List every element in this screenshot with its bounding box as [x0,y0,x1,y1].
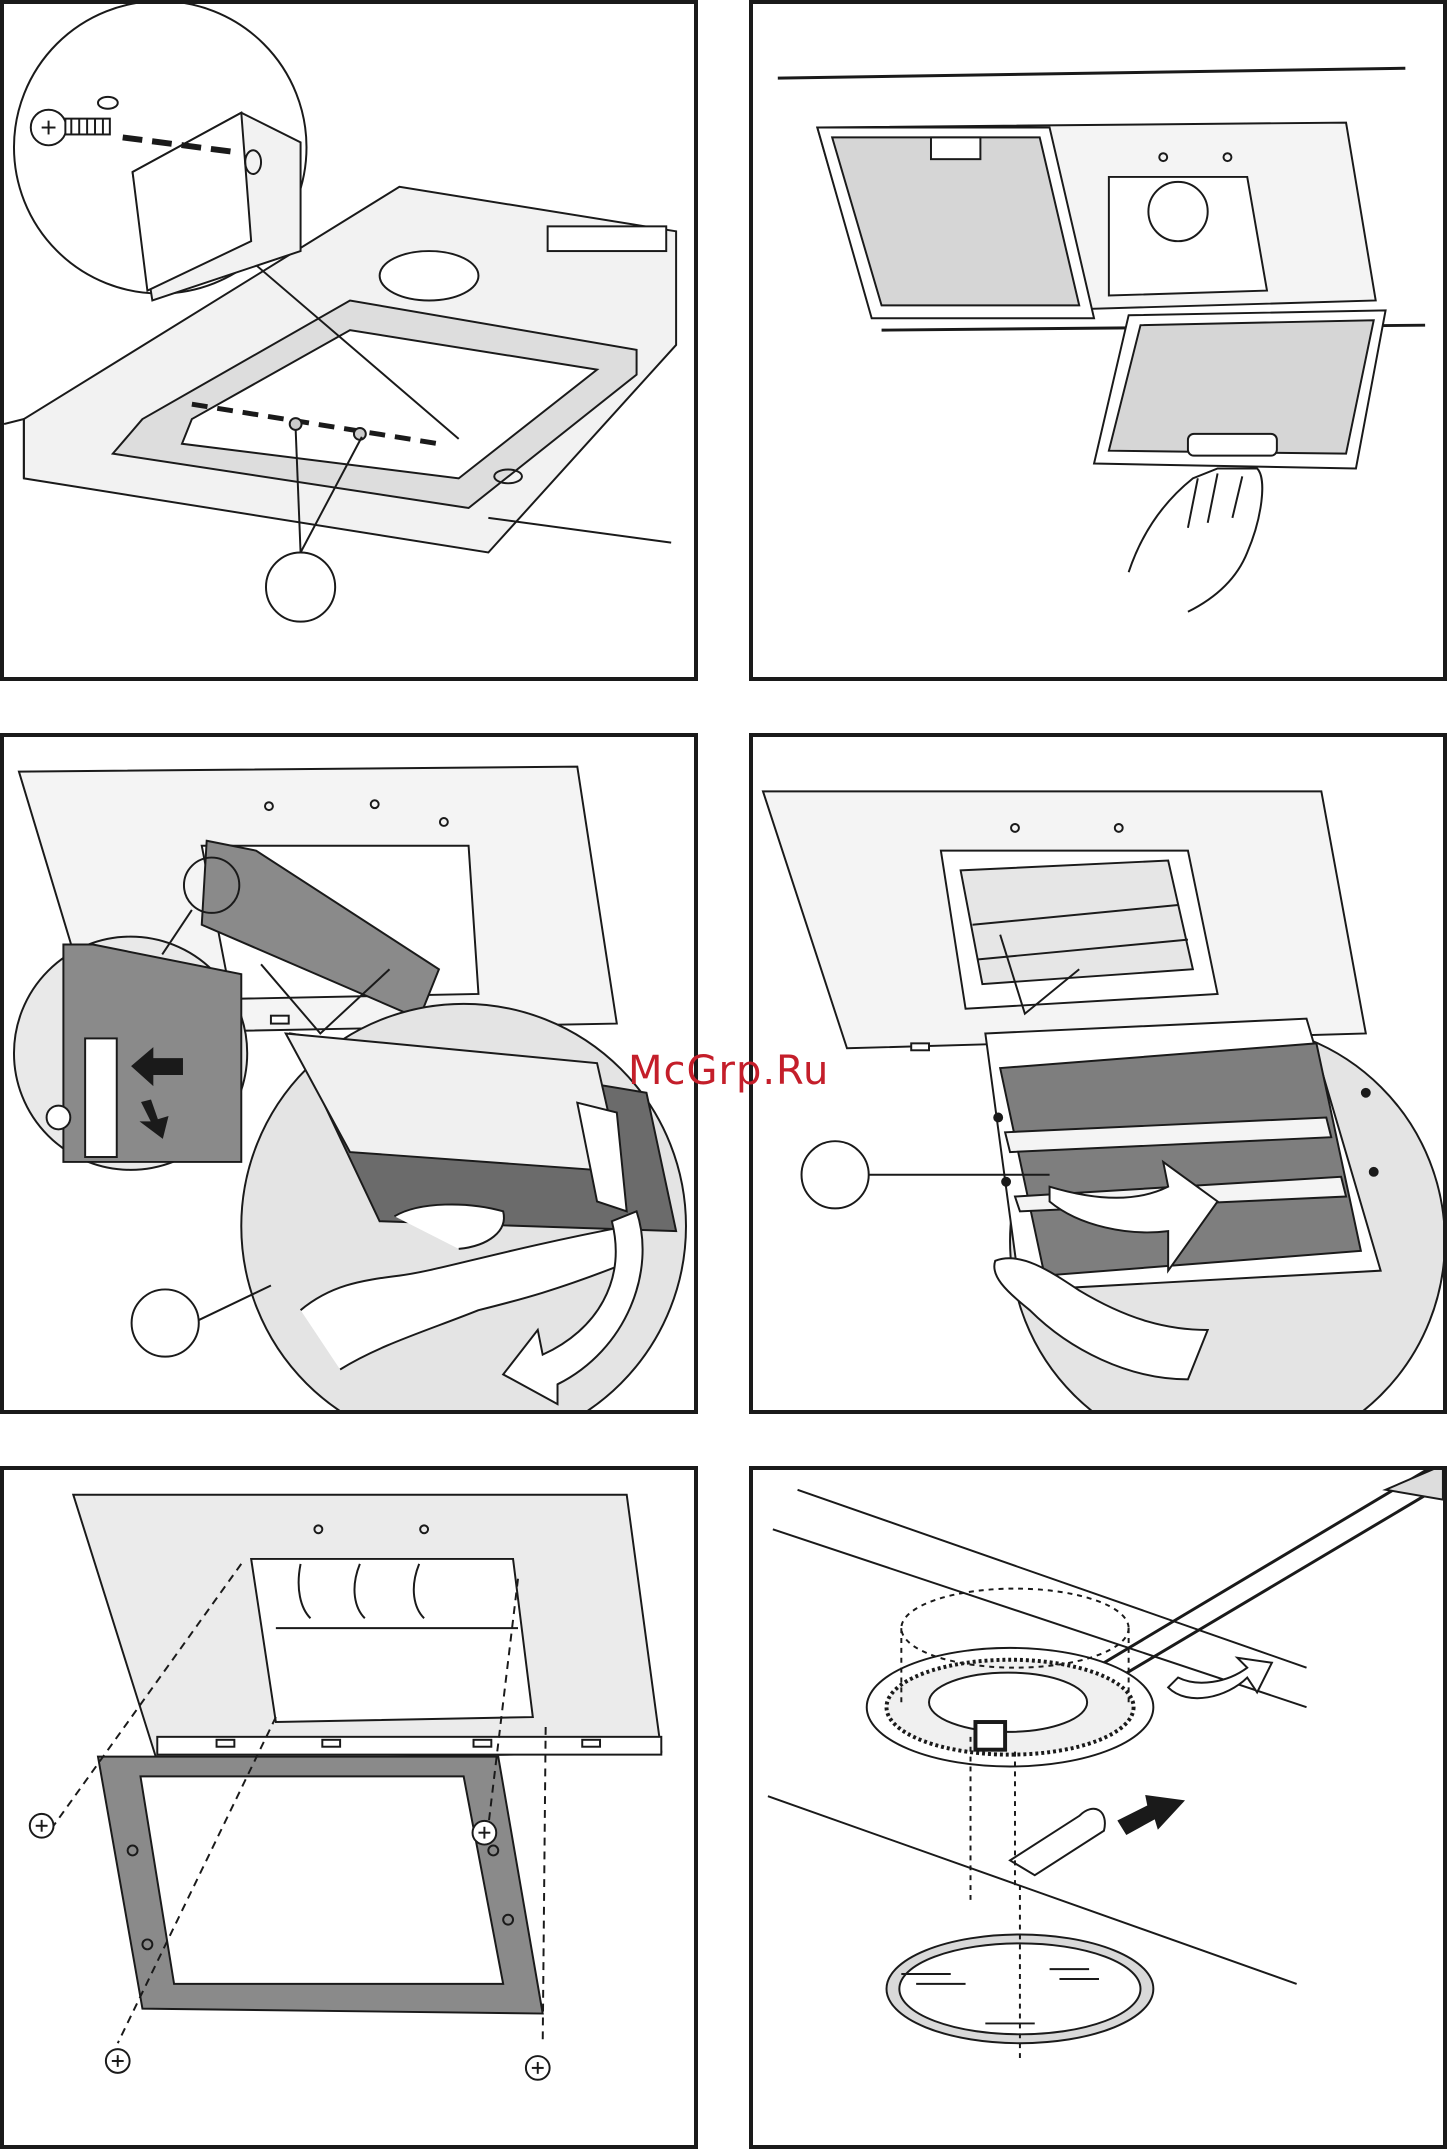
panel-grease-filter-removal [749,0,1447,681]
panel-frame-screws [0,1466,698,2149]
panel-screw-mounting [0,0,698,681]
diagram-screw-mounting [4,4,694,677]
diagram-frame-screws [4,1470,694,2145]
panel-carbon-filter-rotate [749,733,1447,1414]
diagram-lamp-replacement [753,1470,1443,2145]
diagram-carbon-filter-insert [4,737,694,1410]
panel-carbon-filter-insert [0,733,698,1414]
watermark-text: McGrp.Ru [628,1048,829,1094]
diagram-grease-filter [753,4,1443,677]
panel-lamp-replacement [749,1466,1447,2149]
diagram-carbon-filter-rotate [753,737,1443,1410]
